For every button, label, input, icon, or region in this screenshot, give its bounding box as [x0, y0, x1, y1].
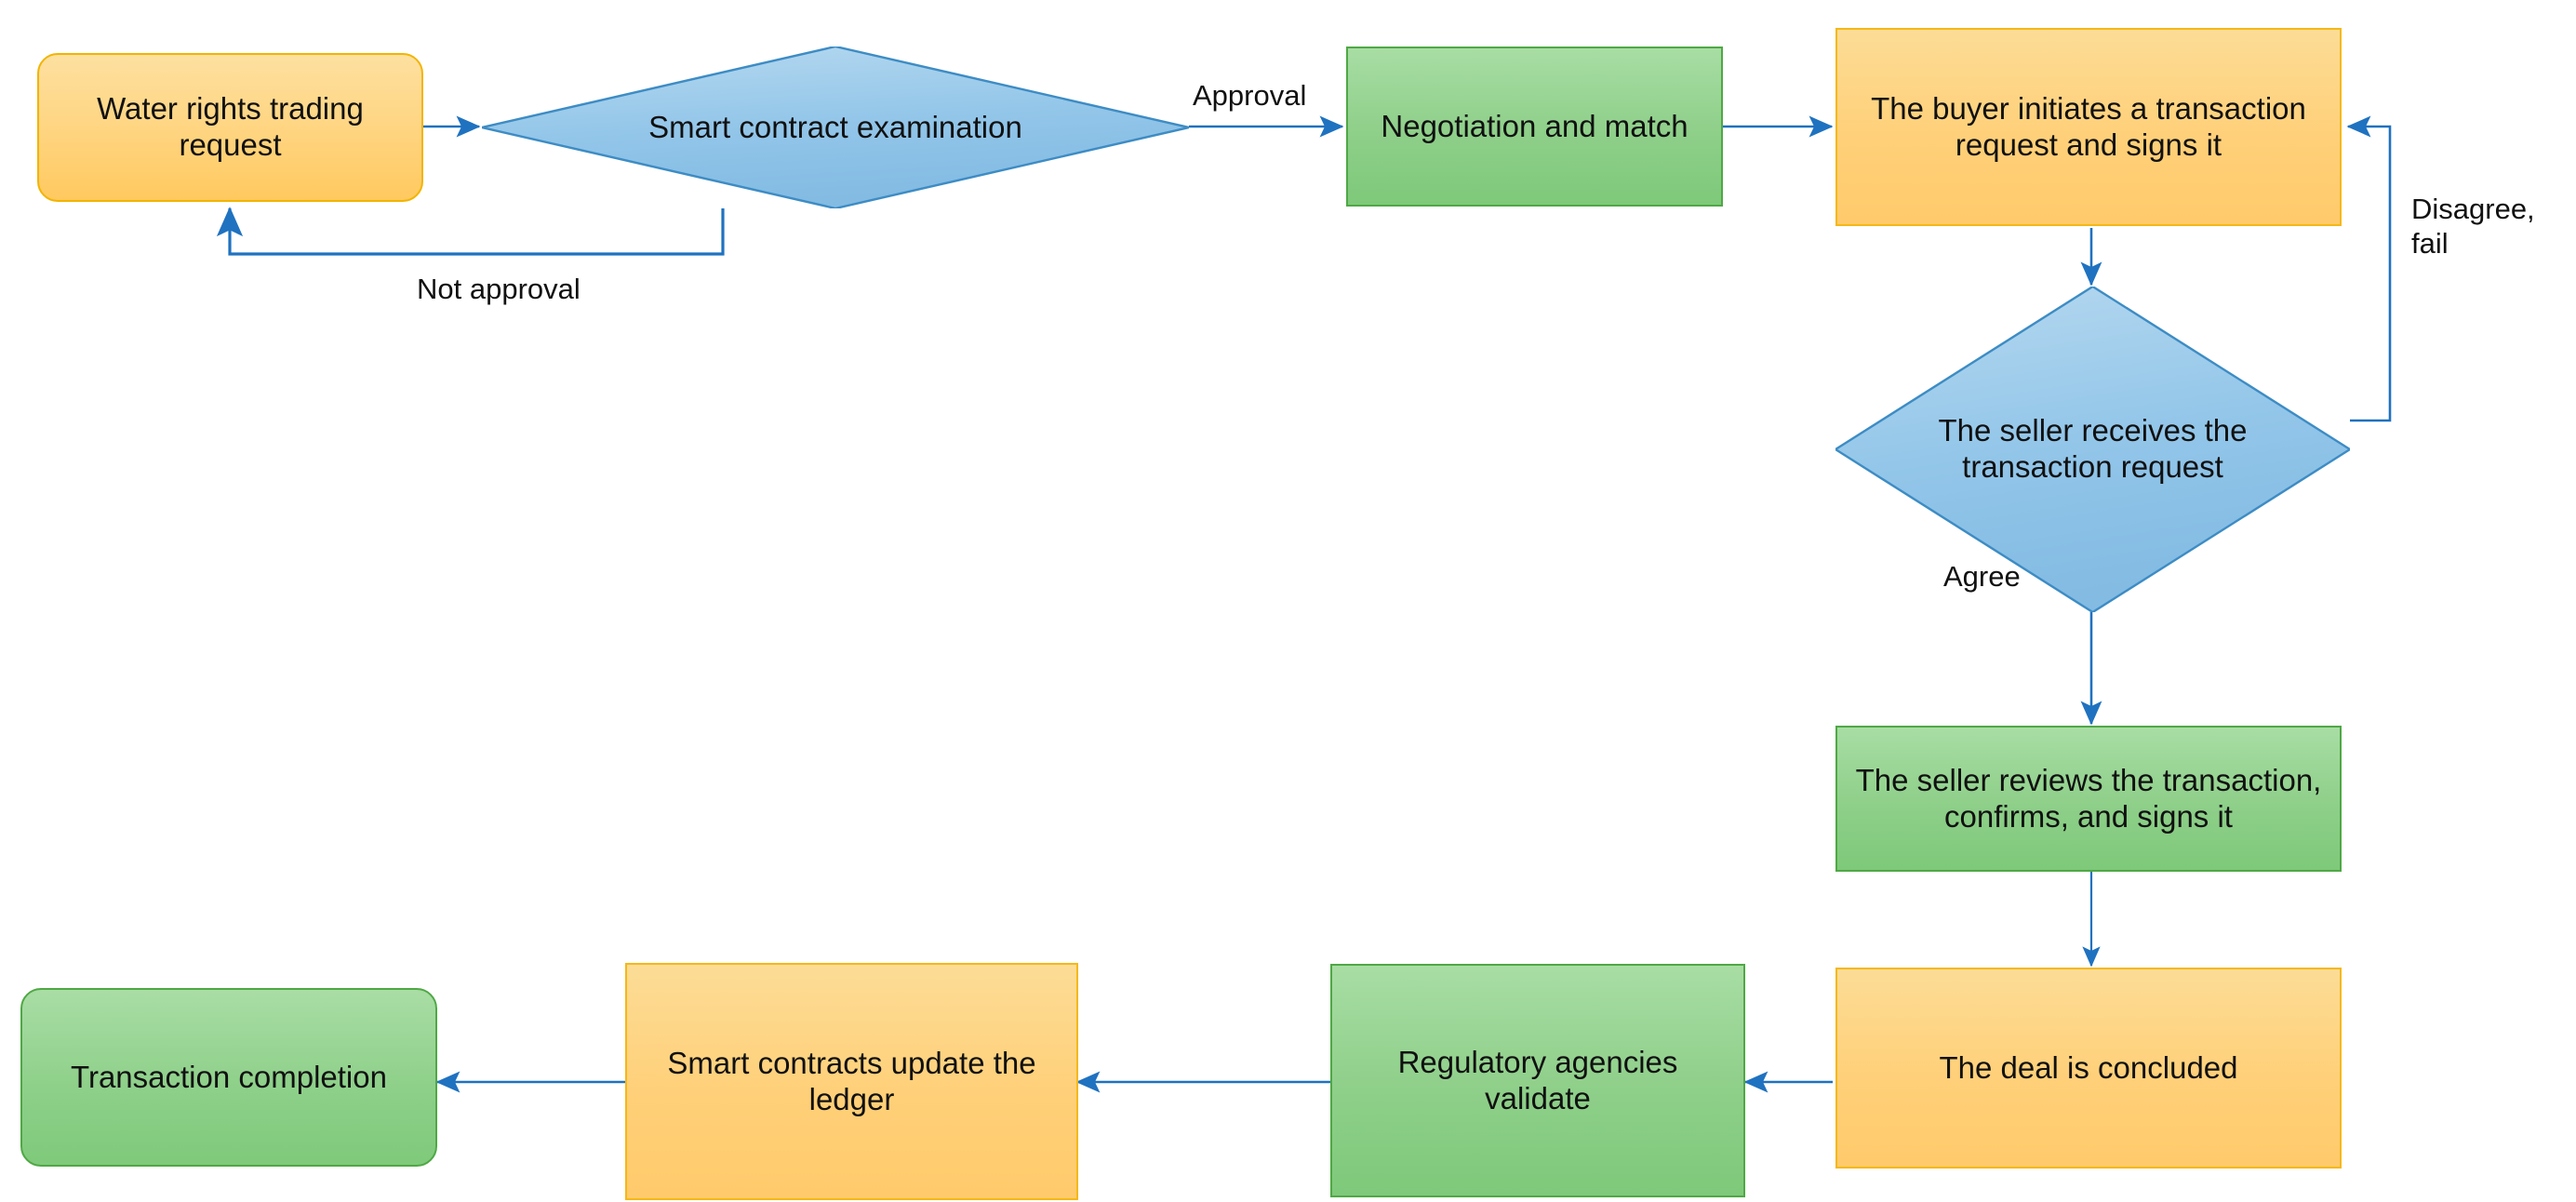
node-label: Smart contracts update the ledger	[667, 1045, 1036, 1116]
diamond-shape	[1835, 287, 2350, 612]
node-label: The deal is concluded	[1939, 1049, 2238, 1085]
edge-label-not-approval: Not approval	[417, 273, 581, 305]
edge-label-agree: Agree	[1943, 560, 2021, 593]
edge-label-disagree-fail: Disagree, fail	[2411, 193, 2535, 260]
node-seller-receives-request[interactable]: The seller receives the transaction requ…	[1835, 287, 2350, 612]
node-buyer-initiates-transaction[interactable]: The buyer initiates a transaction reques…	[1835, 28, 2342, 226]
edge-label-approval: Approval	[1193, 79, 1307, 112]
edge-examination-not-approval	[216, 207, 725, 256]
node-transaction-completion[interactable]: Transaction completion	[20, 988, 437, 1167]
node-label: Negotiation and match	[1381, 108, 1688, 143]
node-water-rights-trading-request[interactable]: Water rights trading request	[37, 53, 423, 202]
edge-seller-disagree-fail	[2346, 115, 2392, 422]
node-label: Water rights trading request	[97, 91, 364, 162]
node-smart-contract-examination[interactable]: Smart contract examination	[482, 47, 1189, 208]
node-smart-contracts-update-ledger[interactable]: Smart contracts update the ledger	[625, 963, 1078, 1200]
node-label: Transaction completion	[71, 1059, 387, 1094]
diamond-shape	[482, 47, 1189, 208]
node-negotiation-and-match[interactable]: Negotiation and match	[1346, 47, 1723, 207]
node-deal-is-concluded[interactable]: The deal is concluded	[1835, 968, 2342, 1169]
node-regulatory-agencies-validate[interactable]: Regulatory agencies validate	[1330, 964, 1745, 1197]
node-label: The buyer initiates a transaction reques…	[1871, 90, 2306, 162]
node-label: The seller reviews the transaction, conf…	[1855, 762, 2322, 834]
node-seller-reviews-transaction[interactable]: The seller reviews the transaction, conf…	[1835, 726, 2342, 872]
node-label: Regulatory agencies validate	[1397, 1044, 1678, 1115]
